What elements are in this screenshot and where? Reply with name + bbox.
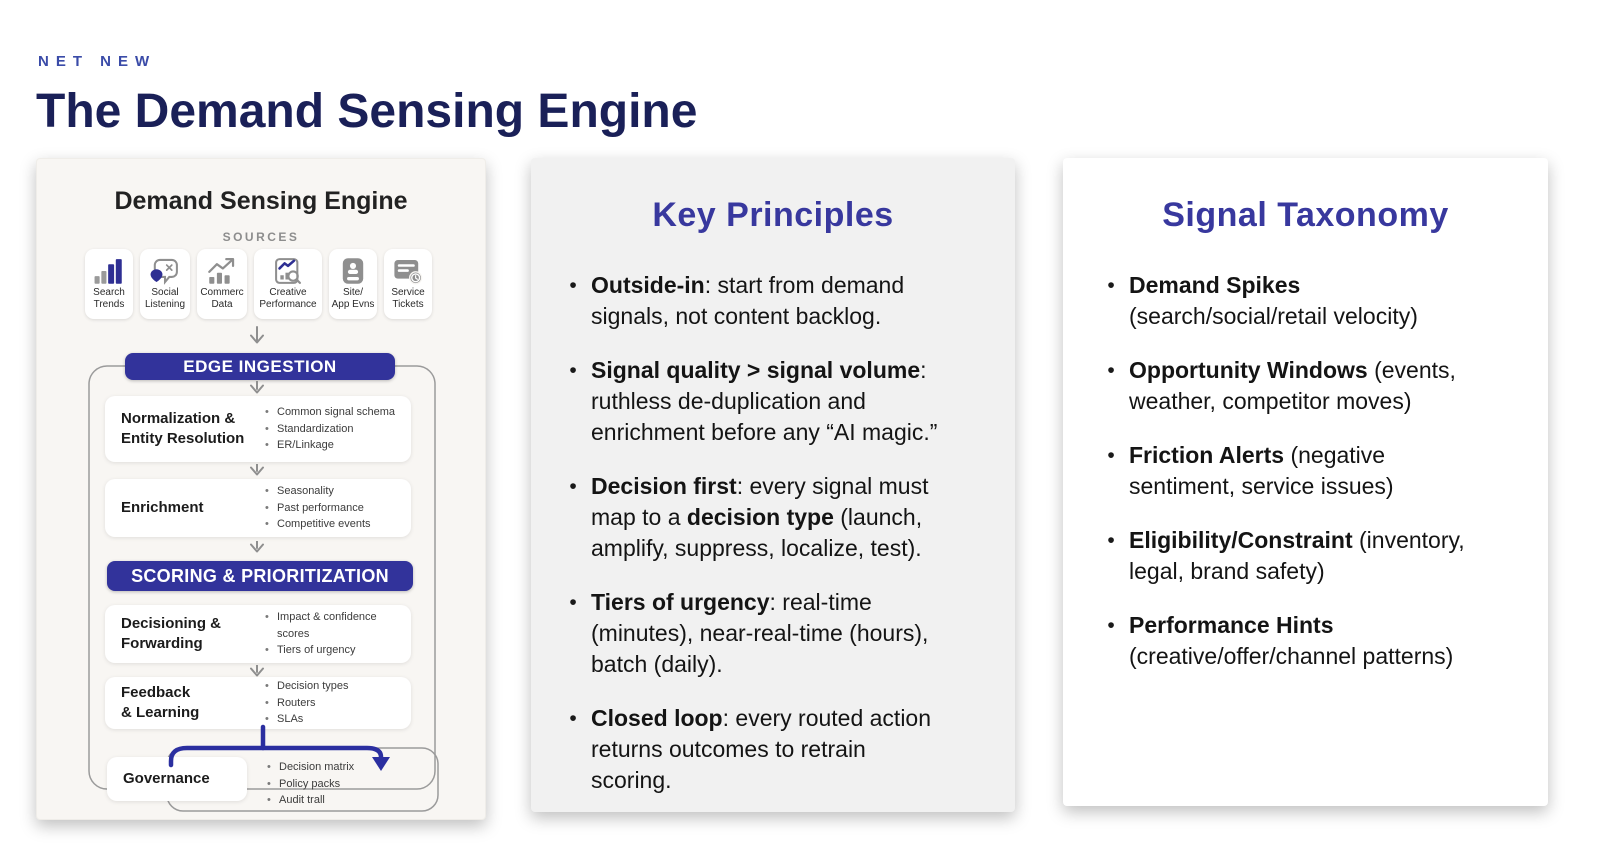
flow-arrow-down-icon: [241, 664, 273, 684]
signal-taxonomy-list: • Demand Spikes(search/social/retail velo…: [1093, 270, 1523, 695]
source-card-site-app-events: Site/App Evns: [329, 249, 377, 319]
bullet-text: Opportunity Windows (events,weather, com…: [1129, 357, 1456, 414]
flow-arrow-down-icon: [241, 463, 273, 483]
flow-arrow-down-icon: [241, 380, 273, 401]
flow-arrow-down-icon: [241, 540, 273, 560]
stage-card-enrichment: Enrichment Seasonality Past performance …: [105, 479, 411, 537]
stage-card-feedback: Feedback& Learning Decision types Router…: [105, 677, 411, 729]
bullet-text: Signal quality > signal volume:ruthless …: [591, 357, 938, 445]
sources-label: SOURCES: [222, 230, 300, 244]
key-principles-panel: Key Principles • Outside-in: start from d…: [531, 158, 1015, 812]
bullet-dot: •: [1107, 444, 1115, 467]
bullet-text: Tiers of urgency: real-time(minutes), ne…: [591, 589, 929, 677]
eyebrow-label: NET NEW: [38, 53, 157, 70]
stage-bullet-list: Seasonality Past performance Competitive…: [265, 483, 371, 533]
site-app-events-icon: [336, 255, 370, 287]
stage-title: Decisioning &Forwarding: [121, 614, 222, 652]
bullet-dot: •: [569, 707, 577, 730]
stage-card-normalization: Normalization &Entity Resolution Common …: [105, 396, 411, 462]
page-title: The Demand Sensing Engine: [36, 85, 698, 138]
social-listening-icon: [148, 255, 182, 287]
list-item: • Eligibility/Constraint (inventory,legal…: [1093, 525, 1523, 587]
list-item: • Opportunity Windows (events,weather, co…: [1093, 355, 1523, 417]
bullet-dot: •: [569, 359, 577, 382]
list-item: • Tiers of urgency: real-time(minutes), n…: [555, 587, 995, 680]
list-item: • Signal quality > signal volume:ruthless…: [555, 355, 995, 448]
service-tickets-icon: [391, 255, 425, 287]
source-label: Site/App Evns: [331, 287, 375, 310]
scoring-prioritization-banner: SCORING & PRIORITIZATION: [107, 561, 413, 591]
bullet-text: Eligibility/Constraint (inventory,legal,…: [1129, 527, 1465, 584]
governance-bullet-list: Decision matrix Policy packs Audit trall: [267, 759, 354, 809]
creative-performance-icon: [271, 255, 305, 287]
stage-bullet-list: Impact & confidence scores Tiers of urge…: [265, 609, 411, 659]
list-item: • Demand Spikes(search/social/retail velo…: [1093, 270, 1523, 332]
signal-taxonomy-panel: Signal Taxonomy • Demand Spikes(search/so…: [1063, 158, 1548, 806]
bullet-dot: •: [569, 475, 577, 498]
bullet-dot: •: [1107, 614, 1115, 637]
commerce-data-icon: [205, 255, 239, 287]
bullet-text: Demand Spikes(search/social/retail veloc…: [1129, 272, 1418, 329]
signal-taxonomy-title: Signal Taxonomy: [1162, 196, 1449, 234]
stage-title: Enrichment: [121, 498, 204, 516]
stage-bullet-list: Decision types Routers SLAs: [265, 678, 349, 728]
key-principles-title: Key Principles: [652, 196, 894, 234]
stage-title: Feedback& Learning: [121, 683, 200, 721]
stage-title: Normalization &Entity Resolution: [121, 409, 245, 447]
diagram-title: Demand Sensing Engine: [114, 187, 408, 215]
stage-card-governance: Governance: [107, 757, 247, 801]
bullet-dot: •: [569, 591, 577, 614]
stage-card-decisioning: Decisioning &Forwarding Impact & confide…: [105, 605, 411, 663]
edge-ingestion-banner: EDGE INGESTION: [125, 353, 395, 380]
list-item: • Performance Hints(creative/offer/channe…: [1093, 610, 1523, 672]
stage-title: Governance: [123, 770, 210, 787]
search-trends-icon: [92, 255, 126, 287]
flow-arrow-down-icon: [241, 325, 273, 352]
stage-bullet-list: Common signal schema Standardization ER/…: [265, 404, 395, 454]
bullet-dot: •: [1107, 359, 1115, 382]
bullet-dot: •: [1107, 274, 1115, 297]
bullet-text: Performance Hints(creative/offer/channel…: [1129, 612, 1454, 669]
bullet-dot: •: [1107, 529, 1115, 552]
bullet-dot: •: [569, 274, 577, 297]
